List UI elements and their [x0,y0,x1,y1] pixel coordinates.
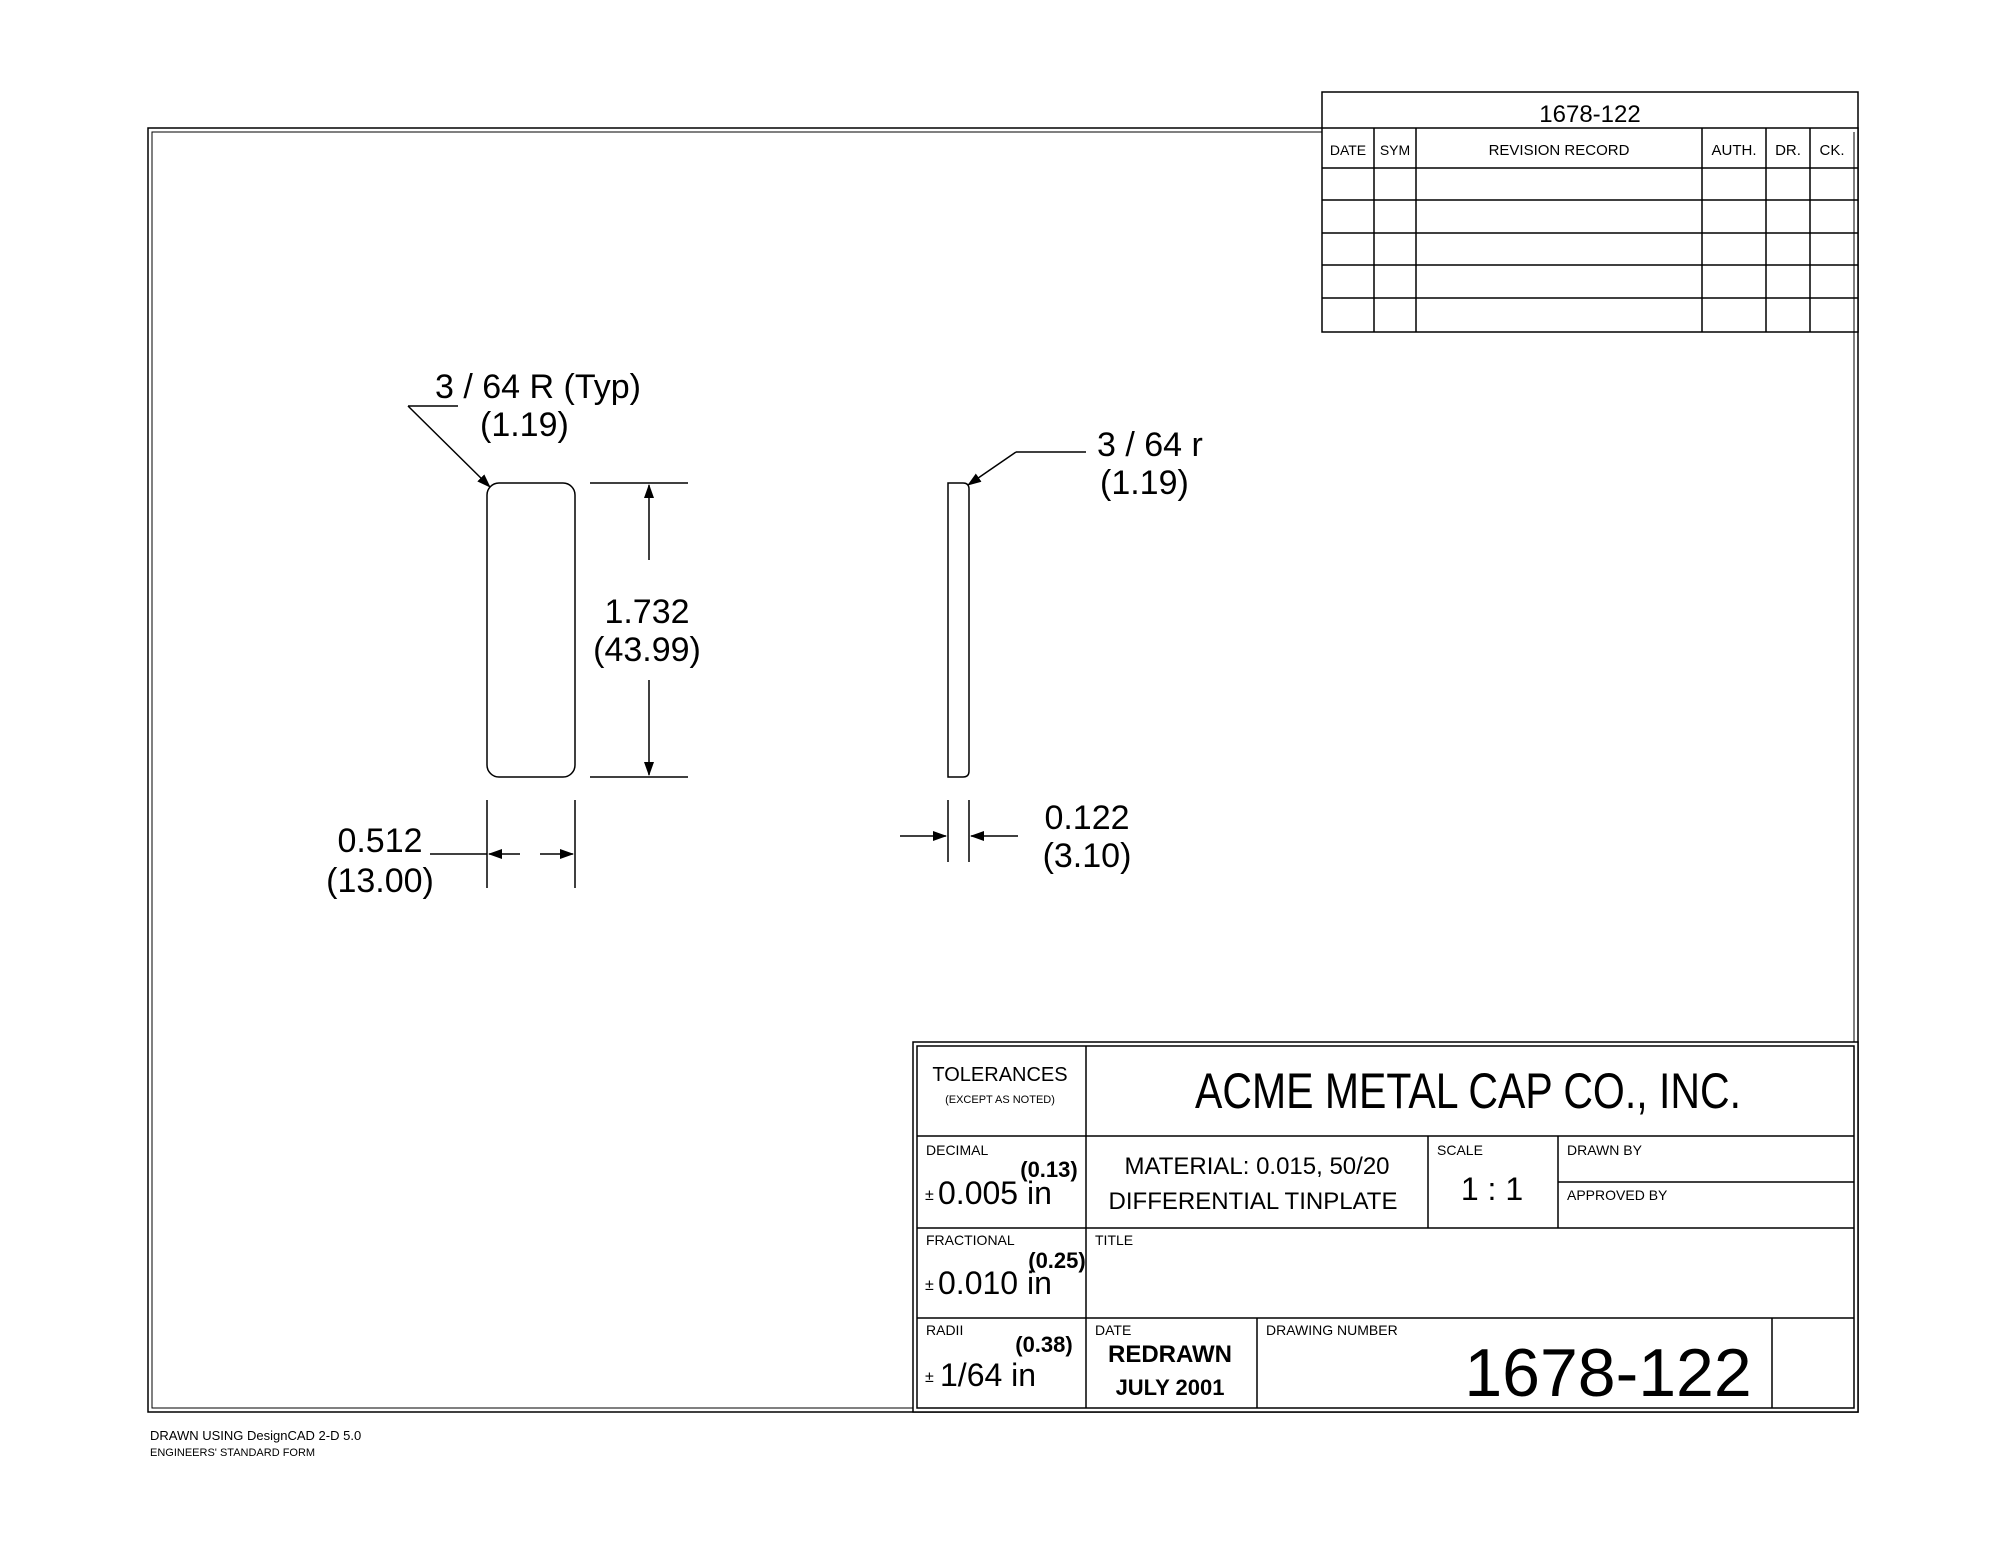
drawing-number: 1678-122 [1464,1335,1751,1411]
material-line2: DIFFERENTIAL TINPLATE [1109,1188,1398,1215]
company-name: ACME METAL CAP CO., INC. [1195,1063,1741,1119]
revision-header-auth: AUTH. [1712,142,1757,159]
approved-by-label: APPROVED BY [1567,1187,1668,1203]
side-view-part [947,482,970,778]
front-radius-metric: (1.19) [480,406,569,444]
drawn-by-label: DRAWN BY [1567,1142,1643,1158]
fractional-label: FRACTIONAL [926,1232,1015,1248]
fractional-metric: (0.25) [1028,1248,1085,1273]
scale-label: SCALE [1437,1142,1483,1158]
front-height-metric: (43.99) [593,631,701,669]
revision-header-dr: DR. [1775,142,1801,159]
radii-label: RADII [926,1322,963,1338]
radii-metric: (0.38) [1015,1332,1072,1357]
footer-line2: ENGINEERS' STANDARD FORM [150,1447,315,1459]
date-line2: JULY 2001 [1116,1375,1225,1400]
decimal-value: 0.005 in [938,1175,1052,1211]
front-height-dimension [590,482,688,778]
plus-minus-radii: ± [925,1369,934,1386]
decimal-metric: (0.13) [1020,1157,1077,1182]
front-width-metric: (13.00) [326,862,434,900]
title-label: TITLE [1095,1232,1133,1248]
date-label: DATE [1095,1322,1131,1338]
revision-header-sym: SYM [1380,142,1410,158]
side-thickness-metric: (3.10) [1043,837,1132,875]
front-height-label: 1.732 [604,593,689,631]
title-block [912,1041,1859,1413]
footer-line1: DRAWN USING DesignCAD 2-D 5.0 [150,1428,361,1443]
front-view-part [486,482,576,778]
side-radius-leader [967,451,1086,486]
side-thickness-label: 0.122 [1044,799,1129,837]
material-line1: MATERIAL: 0.015, 50/20 [1124,1153,1389,1180]
revision-header-ck: CK. [1819,142,1844,159]
date-line1: REDRAWN [1108,1341,1232,1368]
drawing-number-label: DRAWING NUMBER [1266,1322,1398,1338]
plus-minus-decimal: ± [925,1187,934,1204]
revision-drawing-number: 1678-122 [1539,101,1640,128]
tolerances-note: (EXCEPT AS NOTED) [945,1094,1055,1106]
revision-header-date: DATE [1330,142,1366,158]
plus-minus-fractional: ± [925,1277,934,1294]
side-radius-metric: (1.19) [1100,464,1189,502]
side-radius-label: 3 / 64 r [1097,426,1203,464]
radii-value: 1/64 in [940,1357,1036,1393]
front-width-label: 0.512 [337,822,422,860]
side-thickness-dimension [900,800,1018,862]
decimal-label: DECIMAL [926,1142,988,1158]
front-radius-leader [407,405,491,488]
fractional-value: 0.010 in [938,1265,1052,1301]
revision-block [1321,91,1859,333]
scale-value: 1 : 1 [1461,1171,1523,1207]
revision-header-record: REVISION RECORD [1489,142,1630,159]
tolerances-label: TOLERANCES [932,1064,1067,1086]
front-radius-label: 3 / 64 R (Typ) [435,368,641,406]
front-width-dimension [430,800,576,888]
